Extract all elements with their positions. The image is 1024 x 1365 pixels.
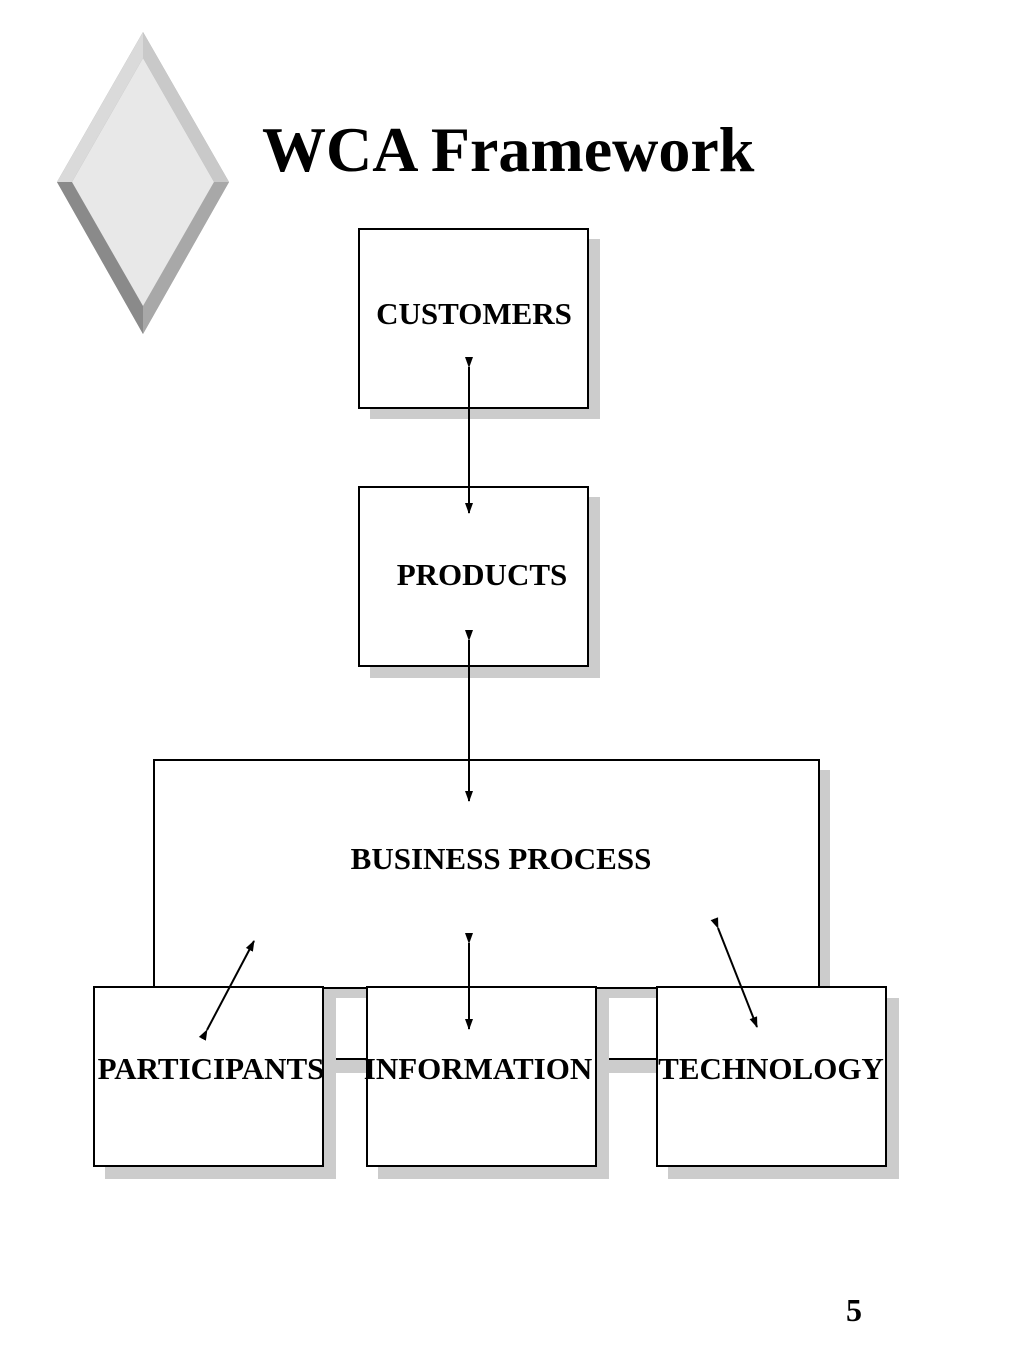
arrow-technology-business-process xyxy=(710,917,758,1028)
diamond-icon xyxy=(57,32,229,334)
node-technology: TECHNOLOGY xyxy=(656,986,899,1179)
node-technology-label: TECHNOLOGY xyxy=(658,1051,884,1086)
node-business-process-label: BUSINESS PROCESS xyxy=(351,841,652,876)
page-title: WCA Framework xyxy=(262,114,755,185)
node-business-process: BUSINESS PROCESS xyxy=(153,759,830,998)
node-products-label: PRODUCTS xyxy=(397,557,568,592)
node-customers-label: CUSTOMERS xyxy=(376,296,572,331)
page-number: 5 xyxy=(846,1292,862,1328)
arrow-participants-business-process xyxy=(198,940,255,1041)
node-products: PRODUCTS xyxy=(358,486,600,678)
node-information: INFORMATION xyxy=(364,986,609,1179)
node-information-label: INFORMATION xyxy=(364,1051,592,1086)
node-customers: CUSTOMERS xyxy=(358,228,600,419)
node-participants-label: PARTICIPANTS xyxy=(98,1051,325,1086)
